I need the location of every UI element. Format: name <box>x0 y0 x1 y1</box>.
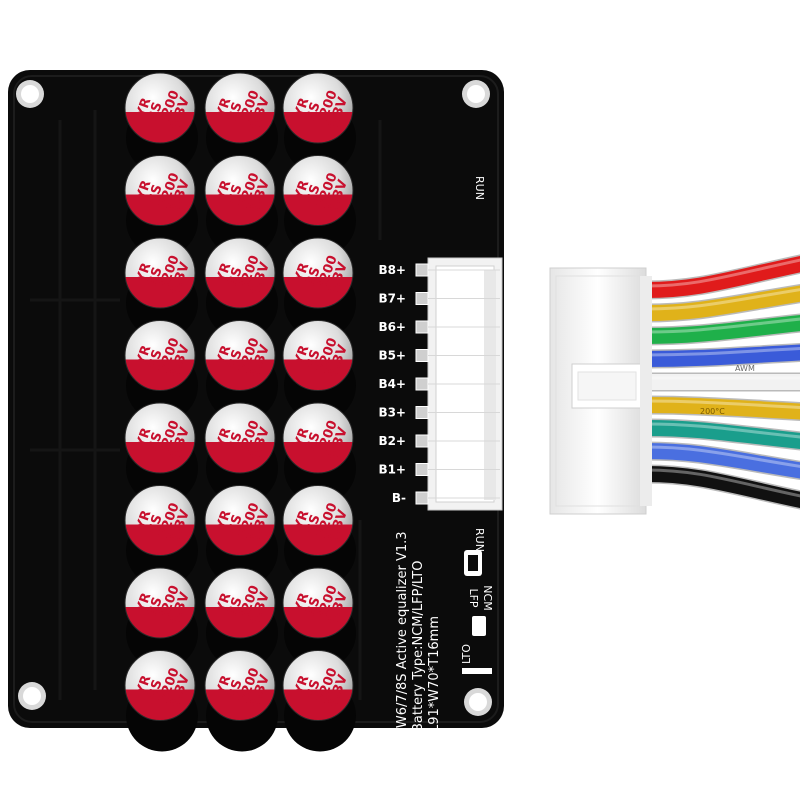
cable-wire <box>645 466 800 509</box>
capacitor: YRRS22006.3V <box>124 567 198 669</box>
pin-label: B1+ <box>378 463 406 477</box>
pin-label: B8+ <box>378 263 406 277</box>
capacitor: YRRS22006.3V <box>124 650 198 752</box>
capacitor: YRRS22006.3V <box>204 237 278 339</box>
board-connector <box>415 257 503 511</box>
pin-label: B4+ <box>378 377 406 391</box>
capacitor-marking: YRRS22006.3V <box>213 328 274 380</box>
mode-jumper-pad <box>472 616 486 636</box>
capacitor: YRRS22006.3V <box>282 155 356 257</box>
capacitor: YRRS22006.3V <box>204 402 278 504</box>
capacitor: YRRS22006.3V <box>282 650 356 752</box>
ncm-label: NCM <box>481 585 494 610</box>
board-info-line-3: L91*W70*T16mm <box>427 616 442 732</box>
solder-pad <box>415 463 429 476</box>
capacitor: YRRS22006.3V <box>282 402 356 504</box>
capacitor: YRRS22006.3V <box>204 320 278 422</box>
cable-wire <box>645 285 800 321</box>
solder-pad <box>415 292 429 305</box>
mode-select-area: RUN NCM LFP LTO <box>460 528 494 674</box>
pin-label: B- <box>392 491 406 505</box>
mounting-hole-tl <box>16 80 44 108</box>
cable-wire <box>645 344 800 367</box>
capacitor: YRRS22006.3V <box>282 567 356 669</box>
pin-label: B6+ <box>378 320 406 334</box>
cable-wire <box>645 315 800 344</box>
board-info-line-2: Battery Type:NCM/LFP/LTO <box>411 561 426 732</box>
pin-label: B3+ <box>378 406 406 420</box>
cable-wire <box>645 397 800 420</box>
cable-connector <box>549 267 652 515</box>
solder-pad <box>415 349 429 362</box>
capacitor: YRRS22006.3V <box>204 485 278 587</box>
lto-label: LTO <box>460 644 473 664</box>
capacitor: YRRS22006.3V <box>124 155 198 257</box>
capacitor: YRRS22006.3V <box>124 402 198 504</box>
capacitor: YRRS22006.3V <box>124 485 198 587</box>
pin-label: B2+ <box>378 434 406 448</box>
mounting-hole-tr <box>462 80 490 108</box>
cable-wire <box>645 443 800 479</box>
pin-label: B7+ <box>378 292 406 306</box>
lfp-label: LFP <box>467 588 480 607</box>
pin-labels: B8+ B7+ B6+ B5+ B4+ B3+ B2+ B1+ B- <box>378 263 406 505</box>
capacitor: YRRS22006.3V <box>282 320 356 422</box>
capacitor: YRRS22006.3V <box>204 567 278 669</box>
capacitor-marking: YRRS22006.3V <box>291 658 352 710</box>
capacitor: YRRS22006.3V <box>282 237 356 339</box>
solder-pad <box>415 320 429 334</box>
board-info-line-1: JW6/7/8S Active equalizer V1.3 <box>395 531 410 733</box>
mounting-hole-bl <box>18 682 46 710</box>
capacitor-marking: YRRS22006.3V <box>291 80 352 132</box>
wire-print-awm: AWM <box>735 364 755 373</box>
cable-wire <box>645 255 800 298</box>
capacitor: YRRS22006.3V <box>124 320 198 422</box>
run-label-top: RUN <box>473 176 486 200</box>
pin-label: B5+ <box>378 349 406 363</box>
solder-pad <box>415 377 429 391</box>
cable-wires <box>636 254 800 510</box>
solder-pad <box>415 406 429 419</box>
solder-pad <box>415 263 429 277</box>
capacitor: YRRS22006.3V <box>282 72 356 174</box>
mounting-hole-br <box>464 688 492 716</box>
solder-pad <box>415 434 429 448</box>
solder-pad <box>415 491 429 505</box>
board-info-text: JW6/7/8S Active equalizer V1.3 Battery T… <box>395 531 442 733</box>
run-label-bottom: RUN <box>473 528 486 552</box>
capacitor: YRRS22006.3V <box>204 650 278 752</box>
cable-wire <box>645 420 800 449</box>
capacitor: YRRS22006.3V <box>204 155 278 257</box>
capacitor: YRRS22006.3V <box>282 485 356 587</box>
capacitor: YRRS22006.3V <box>124 72 198 174</box>
capacitor: YRRS22006.3V <box>124 237 198 339</box>
capacitor: YRRS22006.3V <box>204 72 278 174</box>
wire-print-temp: 200°C <box>700 407 725 416</box>
